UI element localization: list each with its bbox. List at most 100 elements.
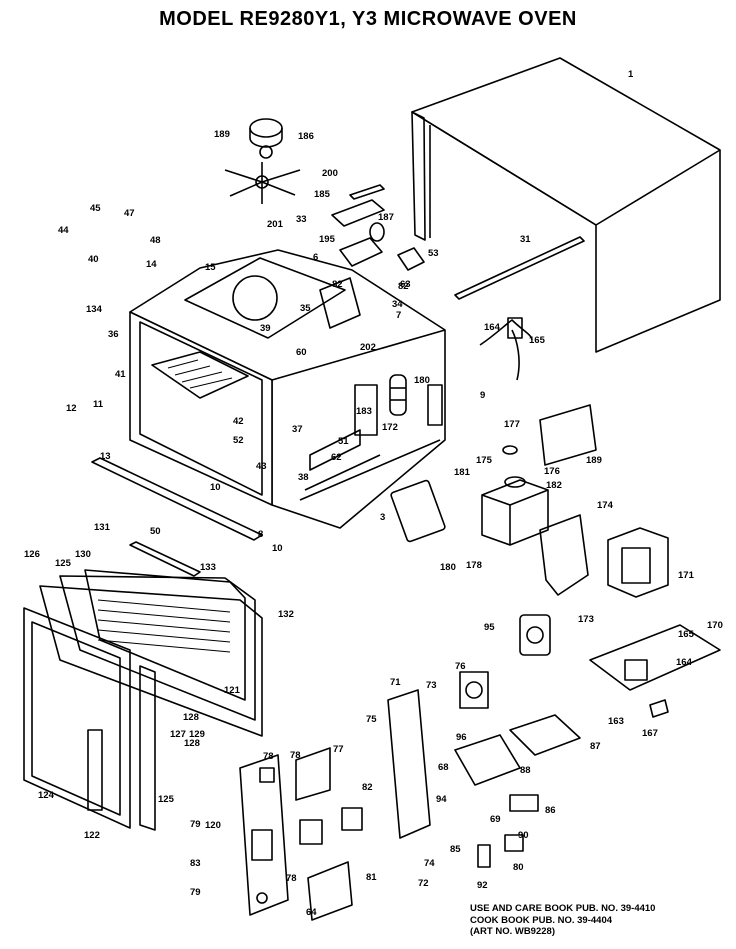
svg-text:181: 181 bbox=[454, 467, 471, 478]
svg-text:86: 86 bbox=[545, 805, 556, 816]
svg-text:90: 90 bbox=[518, 830, 529, 841]
timer bbox=[459, 671, 489, 709]
svg-text:170: 170 bbox=[707, 620, 723, 631]
svg-text:81: 81 bbox=[366, 872, 377, 883]
svg-text:178: 178 bbox=[466, 560, 482, 571]
cook-book: COOK BOOK PUB. NO. 39-4404 bbox=[470, 914, 613, 926]
svg-text:80: 80 bbox=[513, 862, 524, 873]
stirrer-fan bbox=[224, 162, 301, 204]
svg-text:131: 131 bbox=[94, 522, 111, 533]
svg-text:82: 82 bbox=[398, 281, 409, 292]
svg-text:60: 60 bbox=[296, 347, 307, 358]
svg-text:128: 128 bbox=[184, 738, 200, 749]
diagram-title: MODEL RE9280Y1, Y3 MICROWAVE OVEN bbox=[159, 8, 577, 30]
svg-text:195: 195 bbox=[319, 234, 336, 245]
svg-text:183: 183 bbox=[356, 406, 372, 417]
bracket-87 bbox=[509, 714, 581, 756]
svg-text:167: 167 bbox=[642, 728, 658, 739]
svg-text:10: 10 bbox=[272, 543, 283, 554]
svg-text:95: 95 bbox=[484, 622, 495, 633]
svg-text:82: 82 bbox=[362, 782, 373, 793]
svg-text:124: 124 bbox=[38, 790, 55, 801]
oven-cavity bbox=[129, 249, 446, 529]
svg-text:126: 126 bbox=[24, 549, 40, 560]
control-panel bbox=[239, 754, 289, 916]
svg-text:125: 125 bbox=[158, 794, 175, 805]
svg-text:36: 36 bbox=[108, 329, 119, 340]
svg-text:165: 165 bbox=[678, 629, 695, 640]
control-board bbox=[589, 624, 721, 691]
relay-board bbox=[454, 734, 521, 786]
svg-text:39: 39 bbox=[260, 323, 271, 334]
svg-text:8: 8 bbox=[258, 529, 263, 540]
art-number: (ART NO. WB9228) bbox=[470, 926, 555, 937]
svg-text:82: 82 bbox=[332, 279, 343, 290]
svg-text:129: 129 bbox=[189, 729, 205, 740]
svg-text:164: 164 bbox=[676, 657, 693, 668]
svg-text:182: 182 bbox=[546, 480, 562, 491]
magnetron bbox=[481, 476, 549, 546]
svg-text:173: 173 bbox=[578, 614, 594, 625]
svg-text:186: 186 bbox=[298, 131, 314, 142]
svg-text:1: 1 bbox=[628, 69, 634, 80]
svg-text:14: 14 bbox=[146, 259, 157, 270]
svg-text:202: 202 bbox=[360, 342, 376, 353]
publication-info: USE AND CARE BOOK PUB. NO. 39-4410 COOK … bbox=[470, 903, 655, 938]
svg-text:10: 10 bbox=[210, 482, 221, 493]
stirrer-motor bbox=[249, 118, 283, 159]
svg-text:127: 127 bbox=[170, 729, 186, 740]
svg-text:13: 13 bbox=[100, 451, 111, 462]
svg-text:189: 189 bbox=[214, 129, 230, 140]
vent-slots bbox=[167, 359, 233, 389]
svg-text:43: 43 bbox=[256, 461, 267, 472]
bracket bbox=[539, 404, 597, 466]
svg-text:63: 63 bbox=[400, 279, 411, 290]
svg-text:85: 85 bbox=[450, 844, 461, 855]
svg-text:51: 51 bbox=[338, 436, 349, 447]
svg-text:128: 128 bbox=[183, 712, 199, 723]
svg-text:50: 50 bbox=[150, 526, 161, 537]
svg-text:9: 9 bbox=[480, 390, 485, 401]
svg-text:52: 52 bbox=[233, 435, 244, 446]
svg-text:134: 134 bbox=[86, 304, 103, 315]
capacitor bbox=[389, 374, 407, 416]
svg-text:78: 78 bbox=[263, 751, 274, 762]
svg-text:130: 130 bbox=[75, 549, 91, 560]
svg-text:33: 33 bbox=[296, 214, 307, 225]
svg-text:180: 180 bbox=[414, 375, 430, 386]
transformer bbox=[607, 527, 669, 598]
svg-text:121: 121 bbox=[224, 685, 241, 696]
svg-text:174: 174 bbox=[597, 500, 614, 511]
svg-text:12: 12 bbox=[66, 403, 77, 414]
svg-text:53: 53 bbox=[428, 248, 439, 259]
svg-text:31: 31 bbox=[520, 234, 531, 245]
svg-text:96: 96 bbox=[456, 732, 467, 743]
svg-text:37: 37 bbox=[292, 424, 303, 435]
svg-text:7: 7 bbox=[396, 310, 401, 321]
svg-text:200: 200 bbox=[322, 168, 338, 179]
svg-text:68: 68 bbox=[438, 762, 449, 773]
waveguide-cover bbox=[331, 199, 385, 227]
svg-text:40: 40 bbox=[88, 254, 99, 265]
svg-text:92: 92 bbox=[477, 880, 488, 891]
svg-text:163: 163 bbox=[608, 716, 624, 727]
svg-text:133: 133 bbox=[200, 562, 216, 573]
svg-text:41: 41 bbox=[115, 369, 126, 380]
switch-plate bbox=[387, 689, 431, 839]
svg-text:45: 45 bbox=[90, 203, 101, 214]
svg-text:72: 72 bbox=[418, 878, 429, 889]
svg-text:62: 62 bbox=[331, 452, 342, 463]
svg-text:201: 201 bbox=[267, 219, 284, 230]
svg-text:180: 180 bbox=[440, 562, 456, 573]
power-cord bbox=[479, 319, 533, 381]
oven-door bbox=[23, 569, 263, 831]
part-number-labels: 1 31 3 6 7 8 9 10 11 12 13 14 15 33 34 3… bbox=[24, 69, 723, 918]
filter-frame bbox=[390, 479, 446, 543]
fan-motor bbox=[519, 614, 551, 656]
svg-text:77: 77 bbox=[333, 744, 344, 755]
svg-text:79: 79 bbox=[190, 819, 201, 830]
svg-text:48: 48 bbox=[150, 235, 161, 246]
svg-text:187: 187 bbox=[378, 212, 394, 223]
svg-text:78: 78 bbox=[290, 750, 301, 761]
